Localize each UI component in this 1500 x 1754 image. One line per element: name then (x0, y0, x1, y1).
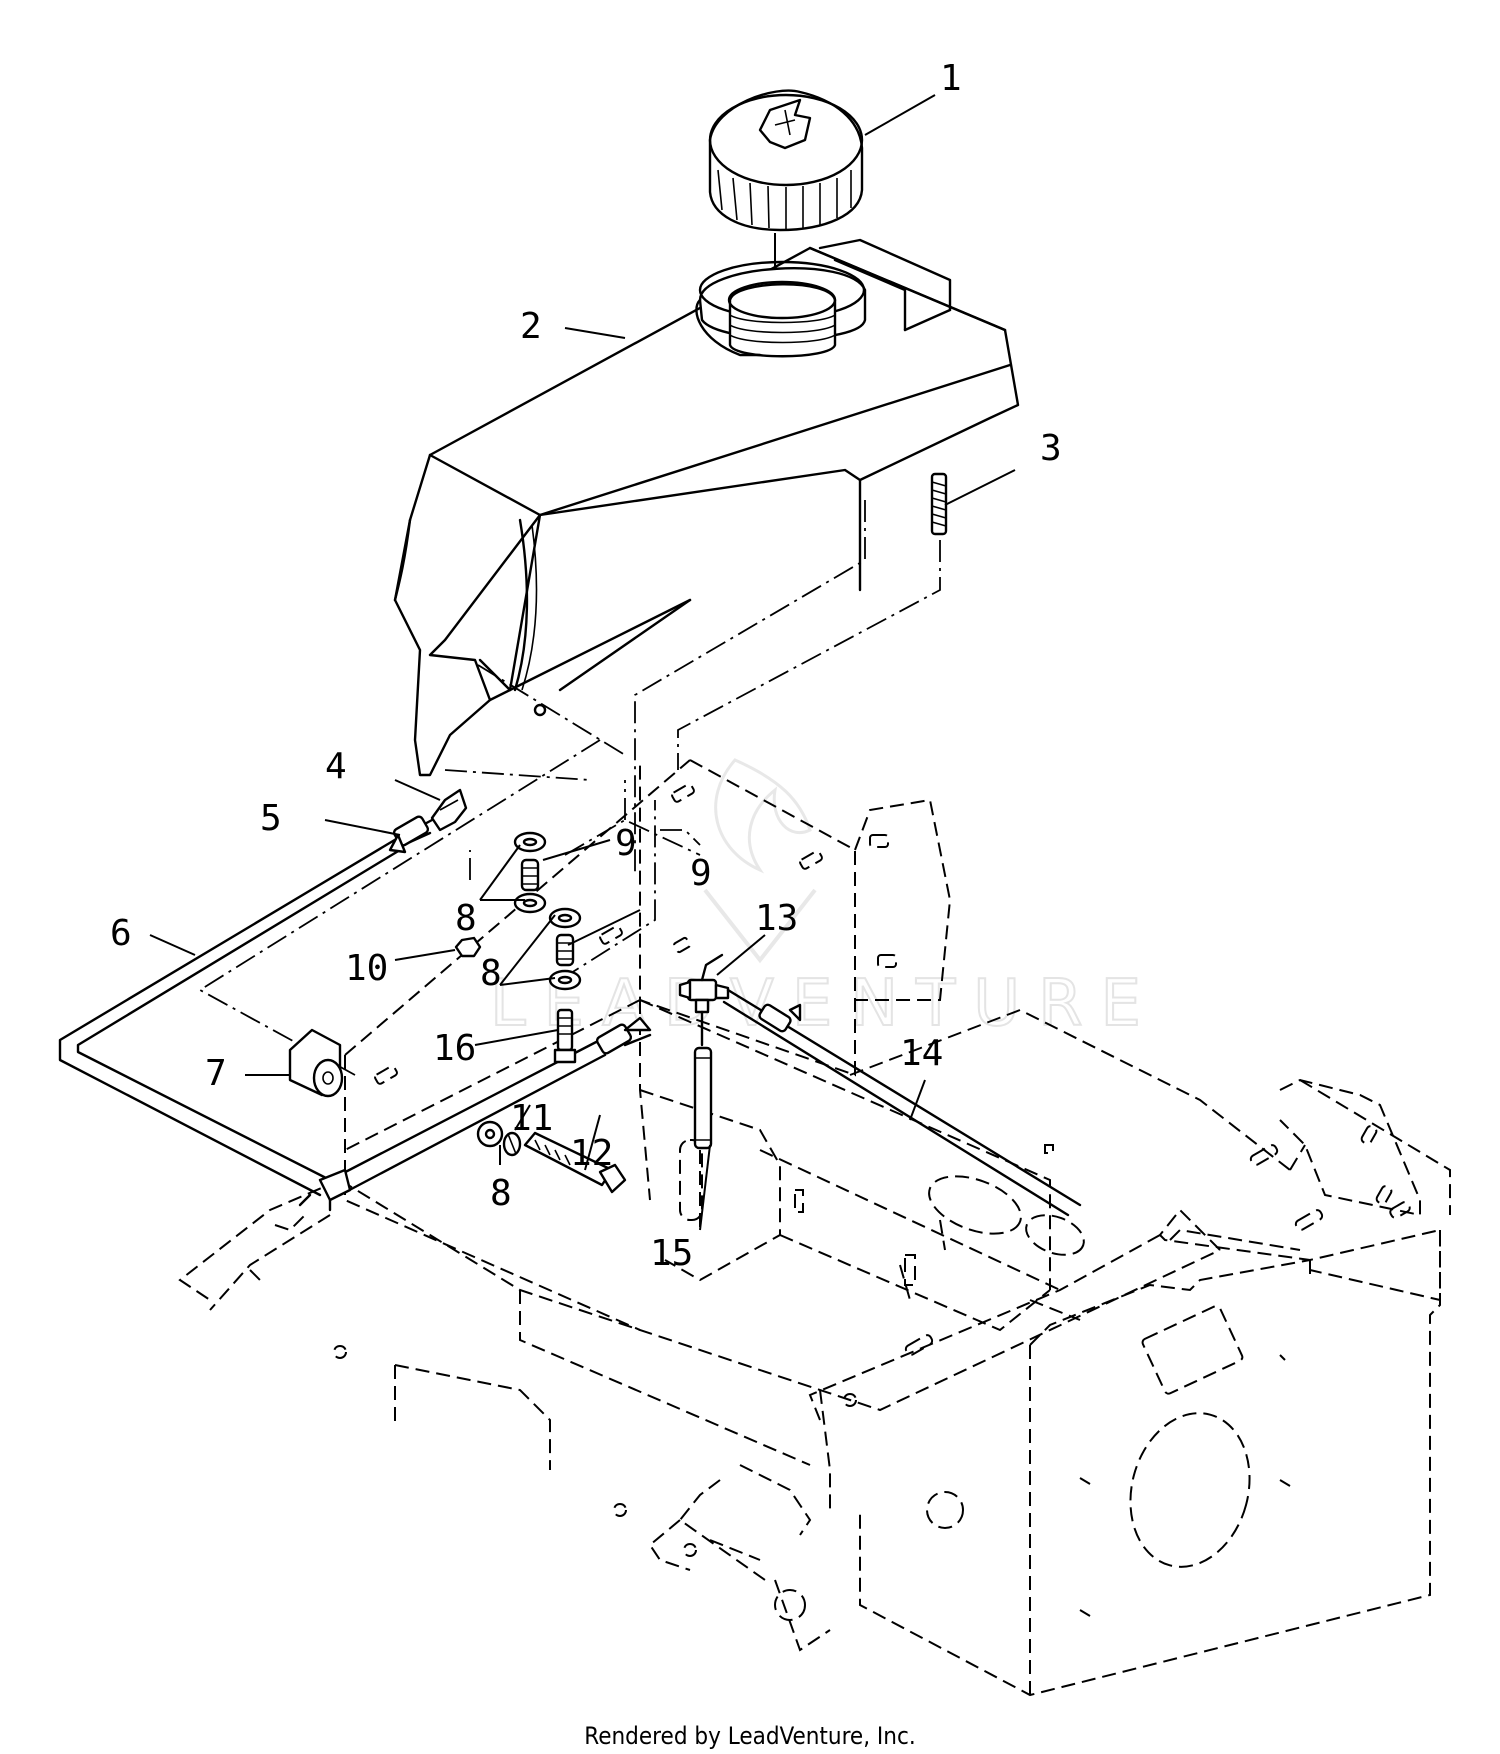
fuel-line-to-engine (722, 988, 1082, 1217)
callout-5: 5 (260, 798, 282, 839)
callout-10: 10 (345, 948, 388, 989)
callout-13: 13 (755, 898, 798, 939)
grommet-set-a (513, 831, 547, 914)
lock-washer (502, 1131, 522, 1157)
callout-3: 3 (1040, 428, 1062, 469)
callout-15: 15 (650, 1233, 693, 1274)
grommet-set-b (548, 907, 582, 991)
footer-credit: Rendered by LeadVenture, Inc. (584, 1722, 916, 1750)
frame-assembly (178, 759, 1451, 1697)
callout-14: 14 (900, 1033, 943, 1074)
callout-labels: 1 2 3 4 5 6 7 8 8 8 9 9 10 11 12 13 14 1… (110, 58, 1062, 1274)
callout-6: 6 (110, 913, 132, 954)
hose-clamp-lower (595, 1016, 652, 1055)
watermark-logo (703, 758, 817, 964)
callout-8-middle: 8 (480, 953, 502, 994)
assembly-centerlines (198, 500, 941, 1076)
fuel-filter (288, 1028, 344, 1098)
flat-washer-lower (476, 1120, 504, 1148)
hex-bolt (523, 1131, 627, 1194)
watermark-text: LEADVENTURE (490, 967, 1159, 1041)
callout-8-lower: 8 (490, 1173, 512, 1214)
fuel-shutoff-valve (678, 953, 730, 1014)
callout-1: 1 (940, 58, 962, 99)
callout-11: 11 (510, 1098, 553, 1139)
callout-12: 12 (570, 1133, 613, 1174)
callout-7: 7 (205, 1053, 227, 1094)
callout-8-upper: 8 (455, 898, 477, 939)
callout-leaders (149, 94, 1016, 1231)
hex-nut (454, 936, 482, 958)
elbow-fitting (430, 788, 468, 832)
hose-clamp-upper (388, 815, 430, 854)
callout-4: 4 (325, 746, 347, 787)
fuel-cap (708, 89, 864, 232)
callout-2: 2 (520, 306, 542, 347)
callout-9-lower: 9 (690, 853, 712, 894)
fuel-tank (393, 238, 1020, 777)
callout-9-upper: 9 (615, 823, 637, 864)
mounting-stud (930, 472, 948, 536)
valve-standoff (693, 1010, 713, 1150)
capscrew (553, 1008, 577, 1064)
callout-16: 16 (433, 1028, 476, 1069)
hose-clamp-frame (298, 1168, 352, 1212)
